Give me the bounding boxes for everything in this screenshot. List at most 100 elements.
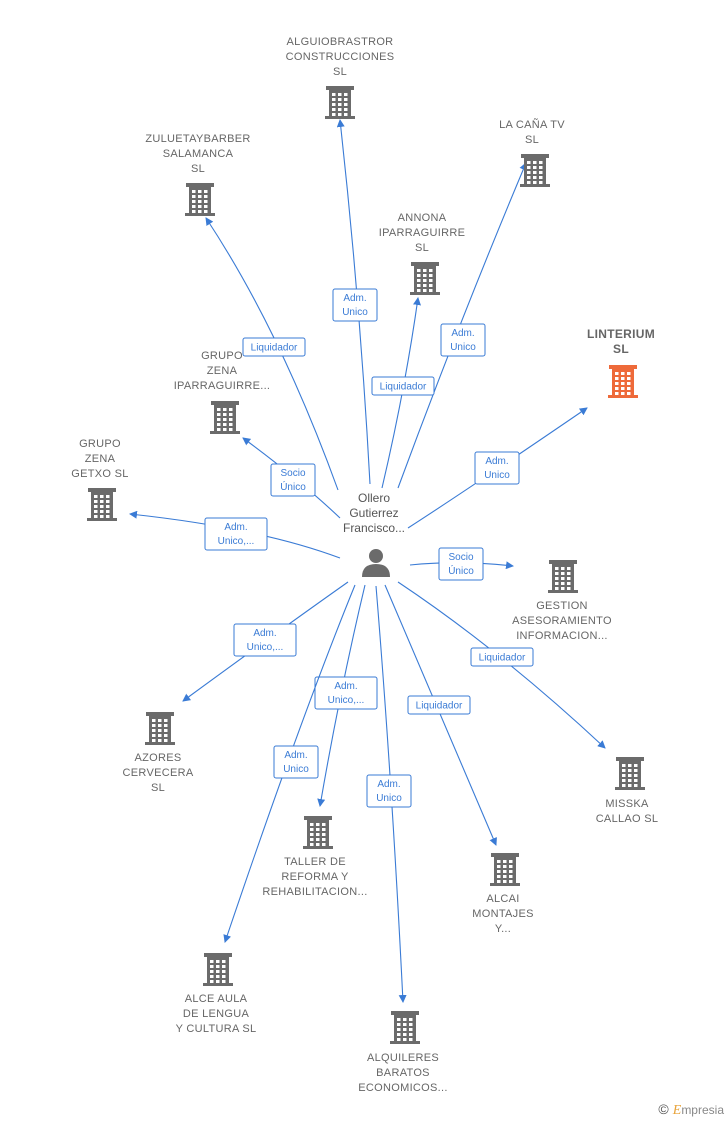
role-badge-text: Unico (342, 307, 368, 318)
role-badge[interactable]: Liquidador (242, 337, 306, 357)
center-person[interactable]: OlleroGutierrezFrancisco... (343, 491, 405, 577)
edge-annona: Liquidador (371, 297, 435, 489)
edge-grupozenagetxo: Adm. Unico,... (129, 510, 341, 559)
company-name-line: ASESORAMIENTO (512, 615, 612, 627)
role-badge-text: Unico,... (218, 536, 255, 547)
brand-initial: E (672, 1103, 682, 1118)
company-name-line: SL (151, 782, 165, 794)
role-badge-box (270, 463, 316, 497)
brand-footer[interactable]: ©Empresia (658, 1101, 724, 1119)
company-name-line: LA CAÑA TV (499, 118, 565, 131)
role-badge[interactable]: Adm.Unico,... (233, 623, 297, 657)
role-badge-text: Unico (484, 470, 510, 481)
edge-line (223, 584, 356, 943)
company-name-line: IPARRAGUIRRE (379, 227, 466, 239)
company-name-line: MISSKA (605, 798, 649, 810)
role-badge-box (332, 288, 378, 322)
building-icon (490, 853, 520, 886)
edge-alguiobrastror: Adm.Unico (332, 119, 378, 485)
role-badge-box (366, 774, 412, 808)
role-badge[interactable]: Liquidador (407, 695, 471, 715)
role-badge-text: Socio (280, 468, 305, 479)
company-name-line: ALGUIOBRASTROR (287, 36, 394, 48)
role-badge[interactable]: Adm.Unico (332, 288, 378, 322)
person-name-line: Francisco... (343, 521, 405, 535)
edge-line (397, 162, 527, 489)
role-badge[interactable]: Adm. Unico (440, 323, 486, 357)
role-badge-box (314, 676, 378, 710)
building-icon (410, 262, 440, 295)
role-badge[interactable]: Adm.Unico (474, 451, 520, 485)
company-name-line: AZORES (134, 752, 181, 764)
role-badge[interactable]: Adm. Unico (366, 774, 412, 808)
person-icon (362, 549, 390, 577)
role-badge-box (242, 337, 306, 357)
role-badge-text: Unico (283, 764, 309, 775)
role-badge-text: Unico,... (328, 695, 365, 706)
building-icon (520, 154, 550, 187)
building-icon (203, 953, 233, 986)
role-badge-text: Adm. (224, 522, 247, 533)
company-node-alcai[interactable]: ALCAIMONTAJESY... (472, 853, 533, 935)
role-badge-text: Unico,... (247, 642, 284, 653)
company-name-line: MONTAJES (472, 908, 533, 920)
company-name-line: ANNONA (398, 212, 447, 224)
company-name-line: ZENA (85, 453, 116, 465)
building-icon (87, 488, 117, 521)
edge-zuluetaybarber: Liquidador (205, 217, 339, 491)
company-name-line: SL (415, 242, 429, 254)
company-name-line: SL (333, 66, 347, 78)
role-badge[interactable]: Liquidador (470, 647, 534, 667)
building-icon (185, 183, 215, 216)
company-node-annona[interactable]: ANNONA IPARRAGUIRRE SL (379, 212, 466, 295)
building-icon (548, 560, 578, 593)
company-name-line: GRUPO (201, 350, 243, 362)
company-name-line: DE LENGUA (183, 1008, 250, 1020)
role-badge[interactable]: Adm.Unico,... (314, 676, 378, 710)
company-node-grupozenaip[interactable]: GRUPOZENAIPARRAGUIRRE... (174, 350, 271, 434)
edge-alquileres: Adm. Unico (366, 585, 412, 1003)
building-icon (145, 712, 175, 745)
company-name-line: TALLER DE (284, 856, 346, 868)
company-name-line: BARATOS (376, 1067, 430, 1079)
company-name-line: REHABILITACION... (262, 886, 367, 898)
role-badge-text: Unico (450, 342, 476, 353)
role-badge-text: Unico (376, 793, 402, 804)
role-badge[interactable]: Adm. Unico,... (204, 517, 268, 551)
company-name-line: Y CULTURA SL (176, 1023, 257, 1035)
copyright-symbol: © (658, 1101, 669, 1117)
building-icon (325, 86, 355, 119)
building-icon (615, 757, 645, 790)
role-badge-text: Único (448, 564, 474, 577)
role-badge-text: Adm. (451, 328, 474, 339)
company-node-alquileres[interactable]: ALQUILERESBARATOSECONOMICOS... (358, 1011, 447, 1094)
role-badge-box (204, 517, 268, 551)
role-badge[interactable]: Liquidador (371, 376, 435, 396)
edge-azores: Adm.Unico,... (182, 581, 349, 702)
role-badge-text: Adm. (377, 779, 400, 790)
role-badge[interactable]: Adm. Unico (273, 745, 319, 779)
company-name-line: ALCE AULA (185, 993, 248, 1005)
building-icon (608, 365, 638, 398)
role-badge-text: Único (280, 480, 306, 493)
edge-lacana: Adm. Unico (397, 162, 527, 489)
building-icon (210, 401, 240, 434)
company-node-gestion[interactable]: GESTIONASESORAMIENTOINFORMACION... (512, 560, 612, 642)
company-node-alceaula[interactable]: ALCE AULA DE LENGUA Y CULTURA SL (176, 953, 257, 1035)
role-badge-text: Adm. (284, 750, 307, 761)
edge-alcai: Liquidador (384, 584, 497, 846)
person-name-line: Ollero (358, 491, 390, 505)
